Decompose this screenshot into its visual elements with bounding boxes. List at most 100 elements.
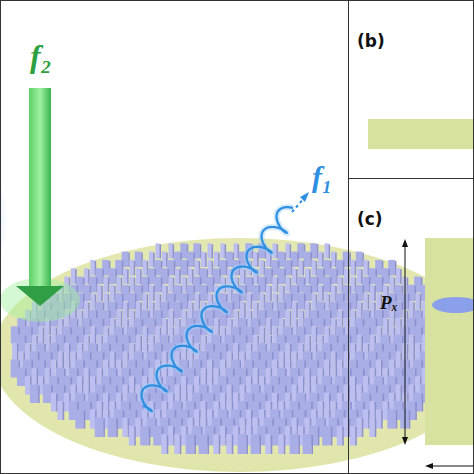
nanopillar	[311, 260, 315, 276]
nanopillar	[318, 252, 322, 267]
nanopillar	[188, 301, 193, 318]
nanopillar	[272, 326, 277, 343]
nanopillar-side	[258, 369, 260, 386]
nanopillar	[370, 285, 374, 301]
nanopillar	[311, 409, 316, 428]
nanopillar	[84, 368, 89, 386]
nanopillar	[291, 418, 296, 438]
nanopillar-side	[127, 302, 129, 318]
nanopillar-side	[381, 410, 383, 428]
unit-side-view	[368, 119, 474, 149]
nanopillar-side	[394, 311, 396, 327]
nanopillar-side	[283, 352, 285, 369]
nanopillar-side	[116, 419, 118, 438]
nanopillar-side	[271, 435, 273, 454]
nanopillar	[77, 376, 82, 394]
nanopillar-side	[355, 427, 357, 446]
nanopillar	[240, 301, 245, 318]
nanopillar	[246, 343, 251, 361]
nanopillar	[350, 426, 355, 446]
nanopillar	[32, 335, 37, 352]
nanopillar	[357, 268, 361, 284]
nanopillar	[90, 260, 94, 276]
nanopillar	[90, 376, 95, 394]
nanopillar	[161, 401, 166, 420]
nanopillar	[285, 277, 289, 293]
nanopillar	[201, 335, 206, 352]
nanopillar	[95, 318, 102, 335]
nanopillar	[194, 260, 198, 276]
nanopillar	[168, 310, 173, 327]
nanopillar	[389, 393, 394, 412]
nanopillar	[239, 418, 244, 438]
nanopillar-side	[246, 435, 248, 454]
nanopillar-side	[355, 377, 357, 394]
nanopillar-side	[342, 311, 344, 327]
nanopillar-side	[422, 394, 424, 412]
nanopillar-side	[290, 344, 292, 361]
nanopillar	[214, 368, 219, 386]
nanopillar	[186, 434, 195, 454]
nanopillar-side	[103, 419, 105, 438]
nanopillar	[188, 268, 192, 284]
nanopillar	[252, 285, 259, 301]
nanopillar	[350, 260, 354, 276]
nanopillar	[155, 293, 159, 309]
nanopillar	[357, 384, 362, 403]
nanopillar	[175, 384, 180, 403]
nanopillar	[375, 277, 382, 293]
nanopillar-side	[186, 377, 188, 394]
nanopillar-side	[179, 269, 181, 284]
nanopillar	[161, 434, 167, 454]
nanopillar	[331, 351, 336, 369]
nanopillar	[25, 343, 30, 361]
nanopillar	[240, 384, 245, 403]
nanopillar	[272, 360, 277, 378]
nanopillar	[142, 409, 147, 428]
nanopillar	[58, 318, 63, 335]
nanopillar	[303, 434, 312, 454]
nanopillar	[84, 268, 88, 284]
green-arrow-head	[16, 286, 64, 306]
nanopillar	[116, 277, 120, 293]
nanopillar	[402, 310, 407, 327]
nanopillar	[71, 384, 76, 403]
nanopillar-side	[415, 402, 417, 420]
nanopillar	[116, 310, 121, 327]
nanopillar	[337, 277, 341, 293]
nanopillar	[357, 335, 362, 352]
nanopillar	[226, 434, 232, 454]
nanopillar-side	[361, 336, 363, 352]
nanopillar-side	[108, 278, 110, 293]
nanopillar-side	[368, 294, 370, 309]
arrow-head	[402, 437, 408, 445]
nanopillar-side	[259, 435, 261, 454]
nanopillar	[90, 326, 95, 343]
nanopillar	[266, 368, 271, 386]
nanopillar	[318, 285, 322, 301]
nanopillar-side	[355, 261, 357, 276]
nanopillar	[259, 293, 263, 309]
nanopillar	[149, 252, 153, 267]
nanopillar	[292, 301, 297, 318]
nanopillar	[409, 335, 414, 352]
nanopillar	[415, 293, 419, 309]
nanopillar	[233, 393, 238, 412]
nanopillar	[135, 252, 142, 267]
nanopillar	[51, 326, 56, 343]
nanopillar-side	[362, 419, 364, 438]
nanopillar	[208, 243, 212, 258]
nanopillar	[331, 318, 336, 335]
nanopillar	[129, 426, 134, 446]
nanopillar	[129, 343, 134, 361]
nanopillar-side	[342, 427, 344, 446]
nanopillar	[305, 268, 309, 284]
nanopillar	[285, 426, 290, 446]
nanopillar	[265, 434, 271, 454]
nanopillar-side	[212, 361, 214, 378]
nanopillar	[311, 376, 316, 394]
nanopillar-side	[166, 319, 168, 335]
nanopillar-side	[387, 319, 389, 335]
nanopillar	[168, 393, 173, 412]
nanopillar	[123, 268, 127, 284]
